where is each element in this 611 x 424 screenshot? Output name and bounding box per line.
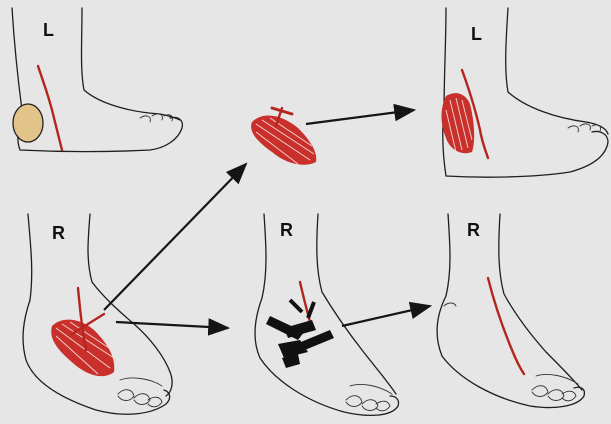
arrow-donor-to-clamped [116, 322, 228, 328]
transferred-flap [442, 93, 475, 153]
label-top-right: L [471, 24, 482, 45]
foot-bottom-left [23, 214, 172, 414]
label-bottom-middle: R [280, 220, 293, 241]
arrow-donor-to-flap [104, 164, 246, 310]
vessel-top-left [38, 66, 62, 150]
arrow-flap-to-recipient [306, 110, 414, 124]
foot-top-left [12, 8, 182, 152]
vascular-clamps [266, 300, 334, 368]
arrow-clamped-to-healed [342, 306, 430, 326]
foot-bottom-right [437, 214, 584, 408]
defect-area [13, 104, 43, 142]
foot-bottom-middle [255, 214, 399, 415]
vessel-bottom-right [488, 278, 524, 374]
foot-top-right [442, 8, 609, 177]
harvested-flap [251, 108, 316, 165]
label-bottom-left: R [52, 223, 65, 244]
label-bottom-right: R [467, 220, 480, 241]
label-top-left: L [43, 20, 54, 41]
